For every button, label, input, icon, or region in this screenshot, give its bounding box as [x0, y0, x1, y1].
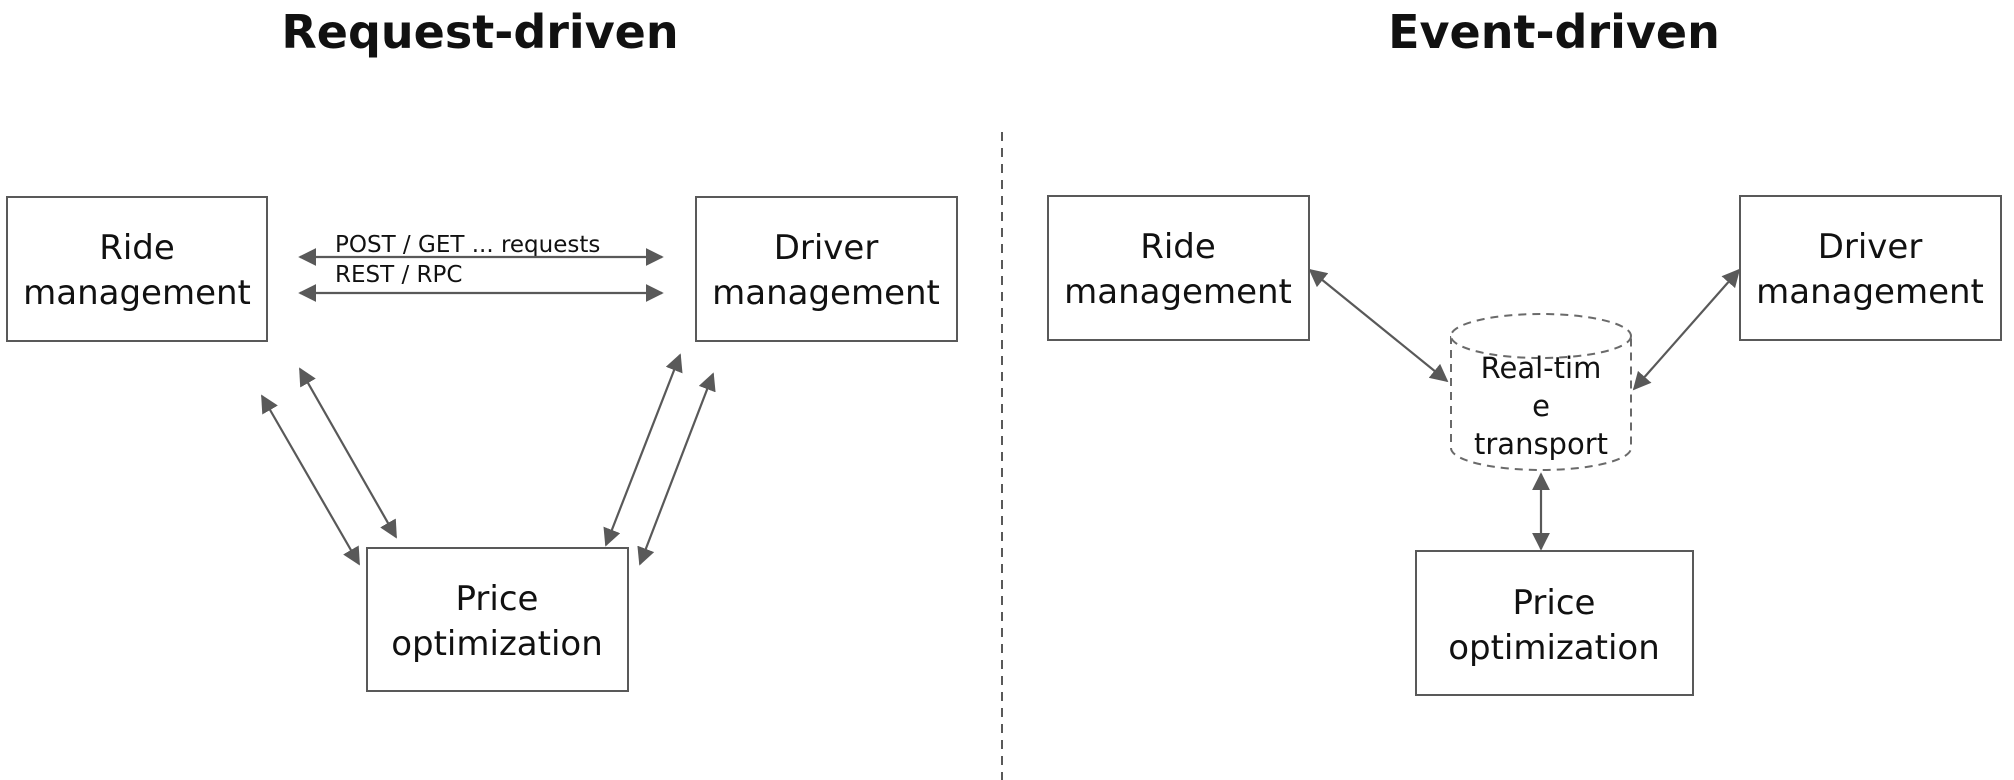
- ed-ride-label-line1: Ride: [1140, 227, 1216, 267]
- ed-arrow-driver-transport: [1632, 268, 1741, 391]
- rd-arrow-ride-price-1: [261, 394, 360, 566]
- rd-arrow-driver-price-1: [603, 353, 683, 547]
- title-event-driven: Event-driven: [1388, 5, 1720, 59]
- rd-ride-management-box: Ride management: [6, 196, 268, 342]
- ed-driver-label-line1: Driver: [1818, 227, 1923, 267]
- ed-price-optimization-box: Price optimization: [1415, 550, 1694, 696]
- ed-driver-management-box: Driver management: [1739, 195, 2002, 341]
- ed-driver-label-line2: management: [1756, 272, 1984, 312]
- ed-realtime-transport-cylinder: Real-tim e transport: [1450, 313, 1632, 471]
- ed-price-label-line1: Price: [1513, 583, 1596, 623]
- rd-edge-label-rest-rpc: REST / RPC: [335, 262, 462, 288]
- rd-ride-label-line2: management: [23, 273, 251, 313]
- ed-ride-management-box: Ride management: [1047, 195, 1310, 341]
- title-request-driven: Request-driven: [281, 5, 678, 59]
- rd-driver-label-line1: Driver: [774, 228, 879, 268]
- rd-arrow-driver-price-2: [637, 372, 716, 566]
- rd-price-label-line2: optimization: [391, 624, 603, 664]
- rd-driver-management-box: Driver management: [695, 196, 958, 342]
- rd-price-optimization-box: Price optimization: [366, 547, 629, 692]
- rd-arrow-ride-price-2: [299, 367, 397, 539]
- ed-price-label-line2: optimization: [1448, 628, 1660, 668]
- ed-arrow-ride-transport: [1308, 268, 1449, 383]
- ed-transport-label-line2: e: [1532, 389, 1550, 423]
- ed-ride-label-line2: management: [1064, 272, 1292, 312]
- ed-transport-label-line1: Real-tim: [1481, 351, 1602, 385]
- rd-ride-label-line1: Ride: [99, 228, 175, 268]
- rd-driver-label-line2: management: [712, 273, 940, 313]
- rd-edge-label-requests: POST / GET ... requests: [335, 232, 600, 258]
- rd-price-label-line1: Price: [456, 579, 539, 619]
- ed-transport-label-line3: transport: [1474, 427, 1608, 461]
